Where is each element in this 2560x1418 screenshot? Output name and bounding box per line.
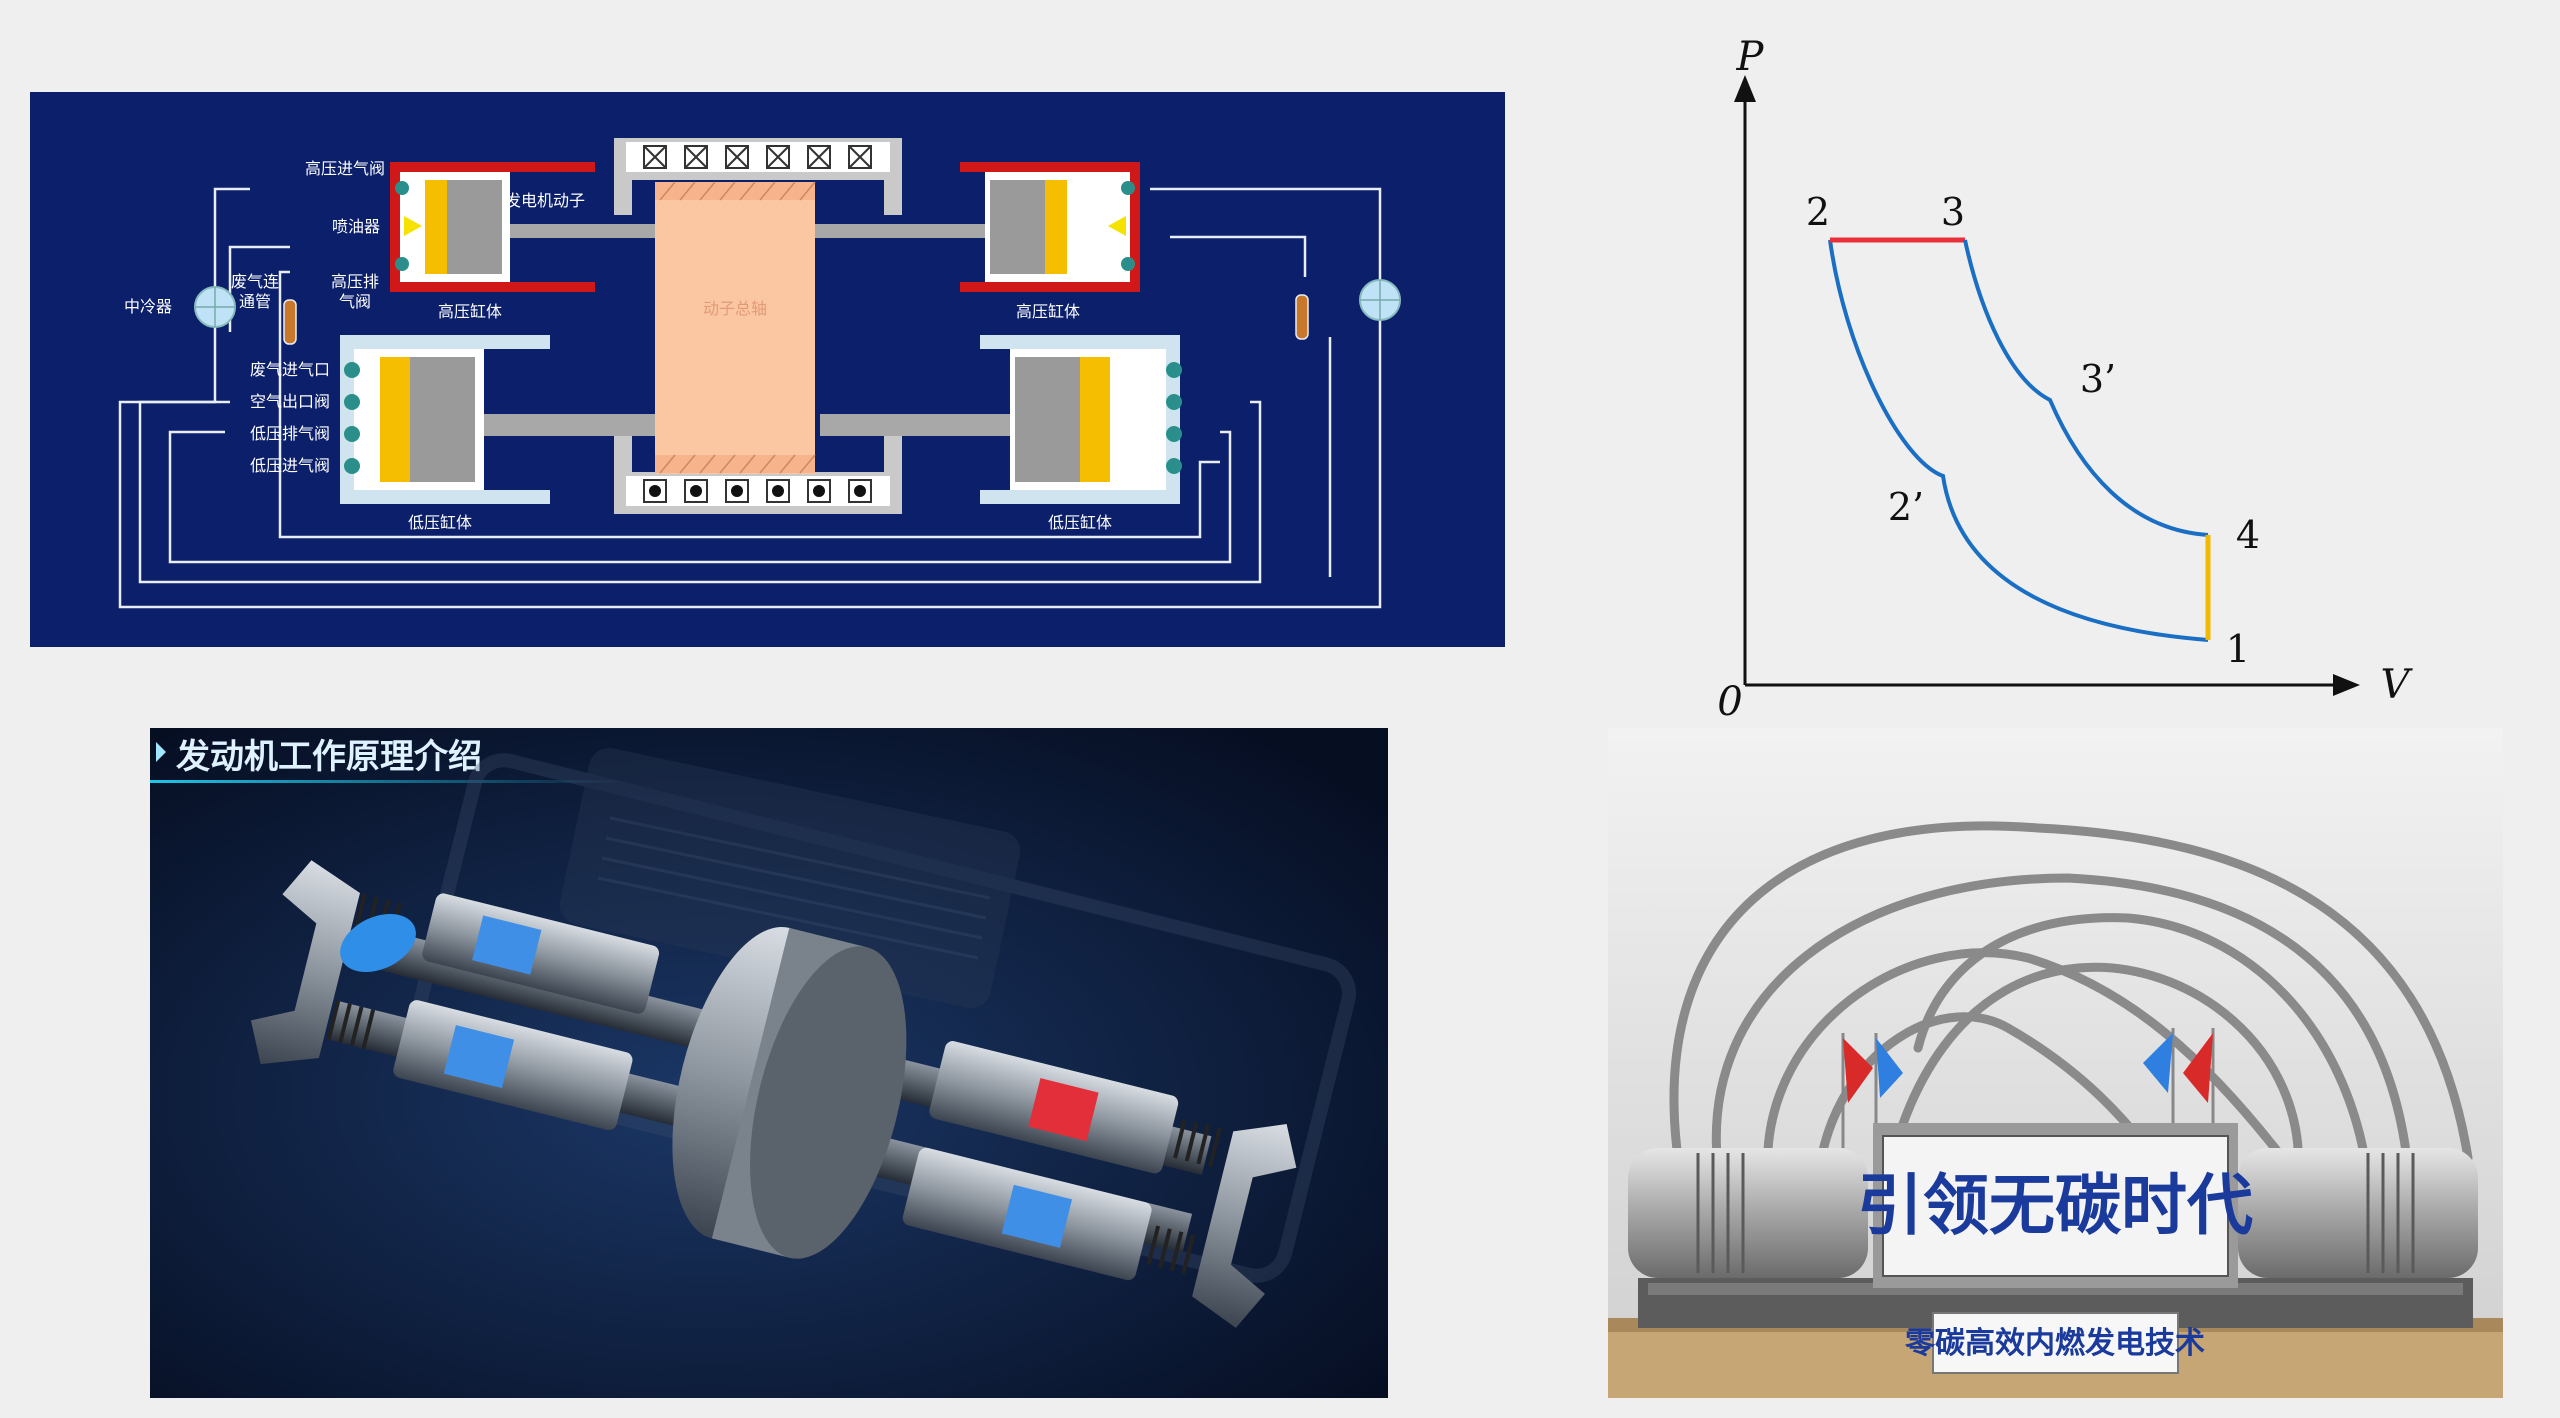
point-1-label: 1 — [2226, 627, 2250, 671]
generator-rotor-label: 发电机动子 — [505, 191, 585, 210]
red-flag-right-icon — [2183, 1033, 2213, 1103]
point-2-label: 2 — [1806, 190, 1830, 234]
origin-label: 0 — [1717, 679, 1742, 725]
point-2p-label: 2’ — [1888, 485, 1924, 529]
compression-curve — [1828, 239, 2209, 642]
exhaust-intake-port-label: 废气进气口 — [250, 360, 330, 379]
pv-diagram: P V 0 2 3 3’ 2’ 4 1 — [1660, 30, 2430, 730]
hp-cylinder-right-label: 高压缸体 — [1016, 302, 1080, 321]
lp-cylinder-right-label: 低压缸体 — [1048, 513, 1112, 532]
prototype-photo: 引领无碳时代 零碳高效内燃发电技术 — [1608, 728, 2503, 1398]
engine-render: 发动机工作原理介绍 — [150, 728, 1388, 1398]
y-axis-arrow-icon — [1734, 75, 1756, 102]
red-flag-left-icon — [1843, 1038, 1873, 1103]
x-axis-arrow-icon — [2333, 674, 2360, 696]
blue-flag-right-icon — [2143, 1033, 2173, 1093]
mover-shaft — [655, 182, 815, 474]
hp-cylinder-left-label: 高压缸体 — [438, 302, 502, 321]
exhaust-pipe-text: 废气连通管 — [231, 272, 279, 311]
lp-cylinder-left-label: 低压缸体 — [408, 513, 472, 532]
y-axis-label: P — [1736, 34, 1765, 80]
point-4-label: 4 — [2236, 513, 2260, 557]
injector-label: 喷油器 — [332, 217, 380, 236]
blue-flag-left-icon — [1876, 1038, 1903, 1098]
expansion-curve — [1963, 239, 2209, 537]
sign-sub-text: 零碳高效内燃发电技术 — [1905, 1326, 2205, 1361]
hp-cylinder-red — [1028, 1078, 1099, 1142]
point-3p-label: 3’ — [2080, 357, 2116, 401]
lp-intake-valve-label: 低压进气阀 — [250, 456, 330, 475]
air-outlet-valve-label: 空气出口阀 — [250, 392, 330, 411]
intercooler-label: 中冷器 — [124, 297, 172, 316]
point-3-label: 3 — [1941, 190, 1965, 234]
x-axis-label: V — [2381, 662, 2414, 708]
hp-intake-valve-label: 高压进气阀 — [305, 159, 385, 178]
engine-schematic: 动子总轴 高压进气阀 发电机动子 喷油器 废气连通管 高压排气阀 高压缸体 高压… — [30, 92, 1505, 647]
render-title: 发动机工作原理介绍 — [176, 737, 482, 777]
lp-exhaust-valve-label: 低压排气阀 — [250, 424, 330, 443]
hp-exhaust-valve-label: 高压排气阀 — [331, 272, 379, 311]
title-arrow-icon — [156, 742, 166, 762]
hp-cylinder-blue — [472, 915, 542, 975]
mover-label: 动子总轴 — [703, 299, 767, 318]
sign-main-text: 引领无碳时代 — [1857, 1167, 2253, 1244]
